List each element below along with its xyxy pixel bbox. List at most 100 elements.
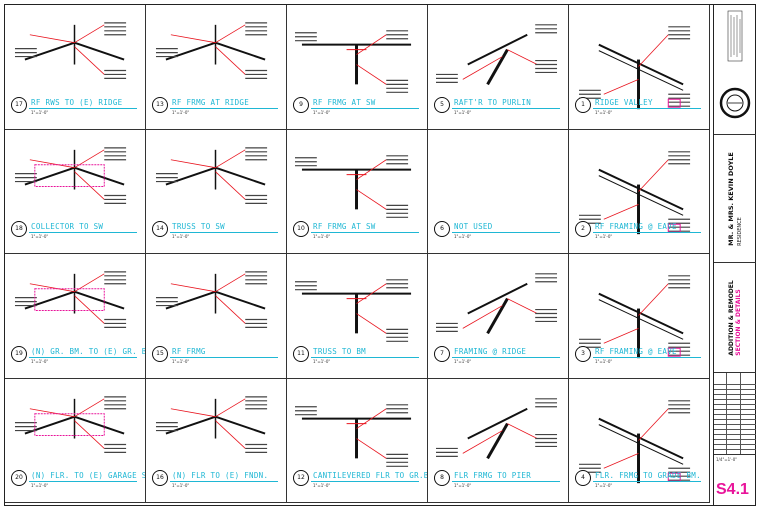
detail-scale: 1"=1'-0" — [172, 483, 190, 488]
detail-drawing — [155, 395, 268, 453]
revision-divider — [740, 373, 741, 454]
detail-scale: 1"=1'-0" — [454, 109, 472, 115]
drawing-title-box: ADDITION & REMODEL SECTION & DETAILS — [714, 263, 756, 373]
detail-title: (N) GR. BM. TO (E) GR. BM. — [31, 346, 146, 356]
detail-drawing — [295, 30, 412, 93]
detail-drawing — [14, 22, 127, 80]
revision-row — [714, 389, 756, 395]
detail-drawing — [155, 271, 268, 329]
detail-12: 12 CANTILEVERED FLR TO GR.BM. 1"=1'-0" — [287, 378, 428, 503]
detail-scale: 1"=1'-0" — [31, 234, 49, 239]
detail-number: 1 — [575, 96, 591, 113]
detail-title: FRAMING @ RIDGE — [454, 346, 527, 356]
detail-title-block: 14 TRUSS TO SW 1"=1'-0" — [152, 221, 278, 247]
detail-6: 6 NOT USED 1"=1'-0" — [428, 129, 569, 254]
detail-title: RF FRMG — [172, 346, 206, 356]
title-underline — [452, 107, 560, 109]
revision-row — [714, 419, 756, 425]
detail-title-block: 17 RF RWS TO (E) RIDGE 1"=1'-0" — [11, 96, 137, 123]
drawing-sheet: 17 RF RWS TO (E) RIDGE 1"=1'-0"13 RF FRM… — [4, 4, 756, 506]
revision-row — [714, 409, 756, 415]
detail-5: 5 RAFT'R TO PURLIN 1"=1'-0" — [428, 5, 569, 130]
revision-row — [714, 379, 756, 385]
detail-title: FLR FRMG TO PIER — [454, 471, 532, 480]
detail-title-block: 13 RF FRMG AT RIDGE 1"=1'-0" — [152, 96, 278, 123]
detail-number: 8 — [434, 470, 450, 486]
detail-number: 12 — [293, 470, 309, 486]
detail-16: 16 (N) FLR TO (E) FNDN. 1"=1'-0" — [146, 378, 287, 503]
detail-number: 17 — [11, 96, 27, 113]
detail-7: 7 FRAMING @ RIDGE 1"=1'-0" — [428, 254, 569, 379]
detail-number: 6 — [434, 221, 450, 237]
detail-scale: 1"=1'-0" — [31, 358, 49, 364]
detail-title: (N) FLR TO (E) FNDN. — [172, 471, 269, 480]
detail-title: RF FRMG AT SW — [313, 222, 376, 231]
scale-note: 1/4"=1'-0" — [716, 457, 738, 462]
detail-scale: 1"=1'-0" — [595, 109, 613, 115]
title-underline — [29, 356, 137, 358]
detail-drawing — [155, 146, 268, 204]
revision-table — [714, 373, 756, 455]
title-underline — [311, 481, 419, 482]
detail-number: 9 — [293, 96, 309, 113]
detail-title: RF FRAMING @ EAVE — [595, 346, 677, 356]
detail-scale: 1"=1'-0" — [172, 109, 190, 115]
detail-title-block: 12 CANTILEVERED FLR TO GR.BM. 1"=1'-0" — [293, 470, 427, 496]
detail-drawing — [578, 275, 691, 359]
detail-8: 8 FLR FRMG TO PIER 1"=1'-0" — [428, 378, 569, 503]
revision-row — [714, 429, 756, 435]
project-name-box: MR. & MRS. KEVIN DOYLE RESIDENCE — [714, 135, 756, 263]
detail-number: 10 — [293, 221, 309, 237]
detail-title: RAFT'R TO PURLIN — [454, 97, 532, 107]
detail-2: 2 RF FRAMING @ EAVE 1"=1'-0" — [569, 129, 710, 254]
revision-row — [714, 399, 756, 405]
title-underline — [593, 232, 701, 233]
revision-row — [714, 439, 756, 445]
title-underline — [593, 356, 701, 358]
project-sub: RESIDENCE — [737, 216, 743, 246]
detail-19: 19 (N) GR. BM. TO (E) GR. BM. 1"=1'-0" — [5, 254, 146, 379]
detail-scale: 1"=1'-0" — [31, 483, 49, 488]
detail-drawing — [14, 146, 127, 204]
detail-4: 4 FLR. FRMG TO GRADE BM. 1"=1'-0" — [569, 378, 710, 503]
title-underline — [29, 232, 137, 233]
detail-number: 19 — [11, 345, 27, 362]
sheet-number-box: 1/4"=1'-0" S4.1 — [714, 455, 756, 505]
detail-title: COLLECTOR TO SW — [31, 222, 104, 231]
detail-number: 14 — [152, 221, 168, 237]
detail-scale: 1"=1'-0" — [454, 358, 472, 364]
title-underline — [452, 356, 560, 358]
detail-title: TRUSS TO BM — [313, 346, 366, 356]
detail-scale: 1"=1'-0" — [172, 358, 190, 364]
title-underline — [29, 107, 137, 109]
detail-scale: 1"=1'-0" — [595, 234, 613, 239]
detail-title: RF FRAMING @ EAVE — [595, 222, 677, 231]
detail-number: 3 — [575, 345, 591, 362]
detail-drawing — [155, 22, 268, 80]
detail-13: 13 RF FRMG AT RIDGE 1"=1'-0" — [146, 5, 287, 130]
detail-1: 1 RIDGE VALLEY 1"=1'-0" — [569, 5, 710, 130]
detail-number: 18 — [11, 221, 27, 237]
detail-drawing — [436, 24, 558, 86]
detail-drawing — [295, 279, 412, 342]
detail-drawing — [578, 399, 691, 483]
detail-drawing — [295, 154, 412, 218]
project-name: MR. & MRS. KEVIN DOYLE — [727, 151, 735, 246]
detail-drawing — [436, 397, 558, 459]
revision-row — [714, 404, 756, 410]
revision-row — [714, 434, 756, 440]
detail-9: 9 RF FRMG AT SW 1"=1'-0" — [287, 5, 428, 130]
detail-scale: 1"=1'-0" — [595, 358, 613, 364]
detail-title-block: 20 (N) FLR. TO (E) GARAGE SLAB 1"=1'-0" — [11, 470, 145, 496]
revision-row — [714, 424, 756, 430]
title-underline — [29, 481, 137, 482]
title-underline — [452, 481, 560, 482]
detail-scale: 1"=1'-0" — [313, 109, 331, 115]
detail-14: 14 TRUSS TO SW 1"=1'-0" — [146, 129, 287, 254]
detail-number: 16 — [152, 470, 168, 486]
title-underline — [452, 232, 560, 233]
detail-title: RF RWS TO (E) RIDGE — [31, 97, 123, 107]
detail-drawing — [578, 26, 691, 110]
detail-title: RF FRMG AT SW — [313, 97, 376, 107]
detail-scale: 1"=1'-0" — [454, 234, 472, 239]
